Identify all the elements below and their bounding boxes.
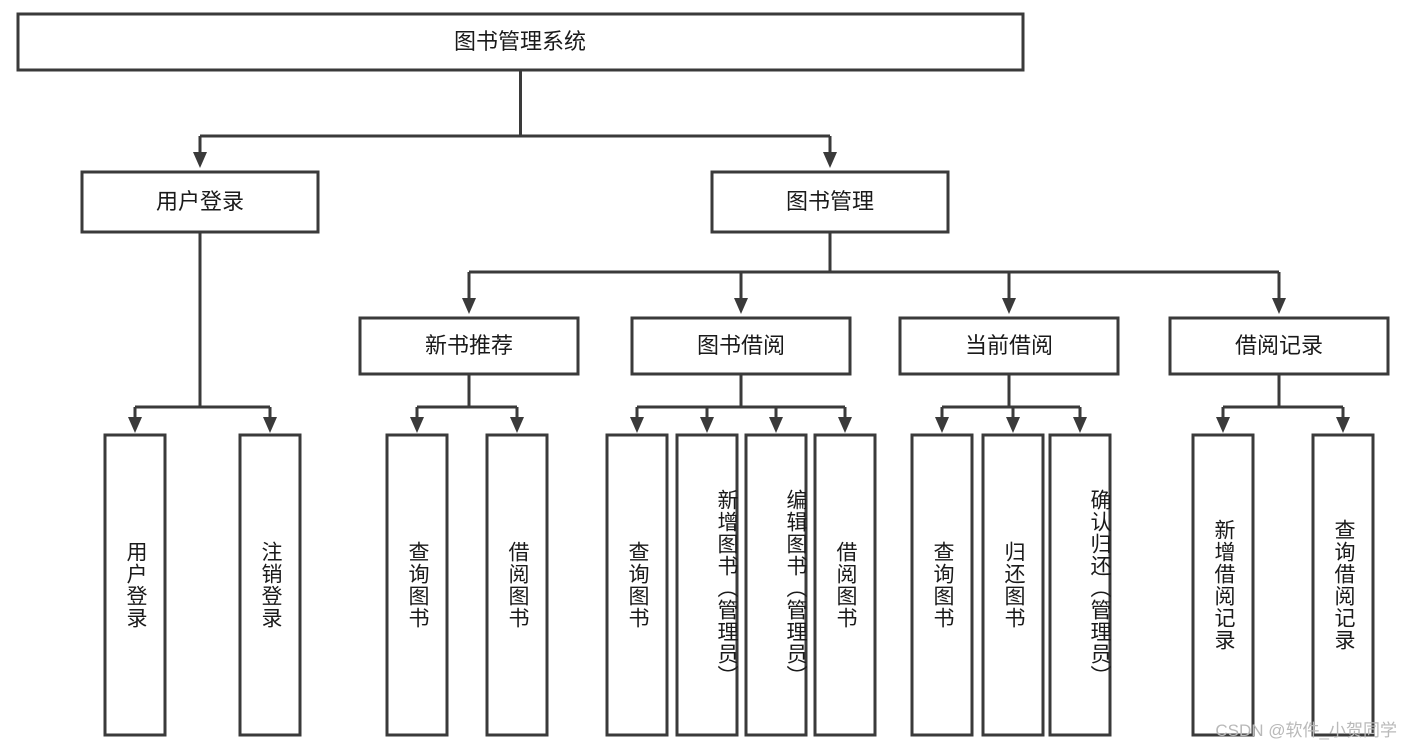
node-borrow-record-label: 借阅记录 [1235, 333, 1323, 358]
connector-new-book-recommend-to-leaves [410, 374, 524, 433]
node-leaf-edit-book-admin[interactable] [744, 433, 808, 737]
node-leaf-query-book-2[interactable] [605, 433, 669, 737]
node-leaf-query-book-3[interactable] [910, 433, 974, 737]
node-leaf-user-login-label: 用户登录 [124, 541, 148, 629]
node-leaf-query-book-1[interactable] [385, 433, 449, 737]
node-root[interactable]: 图书管理系统 [16, 12, 1025, 72]
node-book-management-label: 图书管理 [786, 189, 874, 214]
node-book-borrow-label: 图书借阅 [697, 333, 785, 358]
node-leaf-borrow-book-1-label: 借阅图书 [506, 541, 530, 629]
node-leaf-return-book-label: 归还图书 [1002, 541, 1026, 629]
connector-borrow-record-to-leaves [1216, 374, 1350, 433]
connector-user-login-to-leaves [128, 232, 277, 433]
connector-book-management-to-level3 [462, 232, 1286, 314]
node-leaf-query-book-3-label: 查询图书 [931, 541, 955, 629]
node-leaf-borrow-book-1[interactable] [485, 433, 549, 737]
node-user-login-label: 用户登录 [156, 189, 244, 214]
connector-book-borrow-to-leaves [630, 374, 852, 433]
node-leaf-add-book-admin[interactable] [675, 433, 739, 737]
node-leaf-user-logout[interactable] [238, 433, 302, 737]
node-leaf-borrow-book-2-label: 借阅图书 [834, 541, 858, 629]
connector-current-borrow-to-leaves [935, 374, 1087, 433]
node-leaf-add-book-admin-label: 新增图书（管理员） [715, 489, 738, 687]
node-new-book-recommend[interactable]: 新书推荐 [358, 316, 580, 376]
node-book-management[interactable]: 图书管理 [710, 170, 950, 234]
node-current-borrow[interactable]: 当前借阅 [898, 316, 1120, 376]
node-leaf-user-logout-label: 注销登录 [259, 541, 283, 629]
node-book-borrow[interactable]: 图书借阅 [630, 316, 852, 376]
node-leaf-borrow-book-2[interactable] [813, 433, 877, 737]
node-new-book-recommend-label: 新书推荐 [425, 333, 513, 358]
node-leaf-confirm-return-admin[interactable] [1048, 433, 1112, 737]
node-root-label: 图书管理系统 [454, 29, 586, 54]
node-current-borrow-label: 当前借阅 [965, 333, 1053, 358]
node-leaf-return-book[interactable] [981, 433, 1045, 737]
node-leaf-query-book-2-label: 查询图书 [626, 541, 650, 629]
node-leaf-query-book-1-label: 查询图书 [406, 541, 430, 629]
node-user-login[interactable]: 用户登录 [80, 170, 320, 234]
node-leaf-confirm-return-admin-label: 确认归还（管理员） [1088, 489, 1111, 687]
node-leaf-add-borrow-record-label: 新增借阅记录 [1212, 519, 1236, 651]
connector-root-to-level2 [193, 70, 837, 168]
node-borrow-record[interactable]: 借阅记录 [1168, 316, 1390, 376]
node-leaf-user-login[interactable] [103, 433, 167, 737]
node-leaf-edit-book-admin-label: 编辑图书（管理员） [784, 489, 807, 687]
node-leaf-query-borrow-record-label: 查询借阅记录 [1332, 519, 1356, 651]
node-leaf-query-borrow-record[interactable] [1311, 433, 1375, 737]
node-leaf-add-borrow-record[interactable] [1191, 433, 1255, 737]
